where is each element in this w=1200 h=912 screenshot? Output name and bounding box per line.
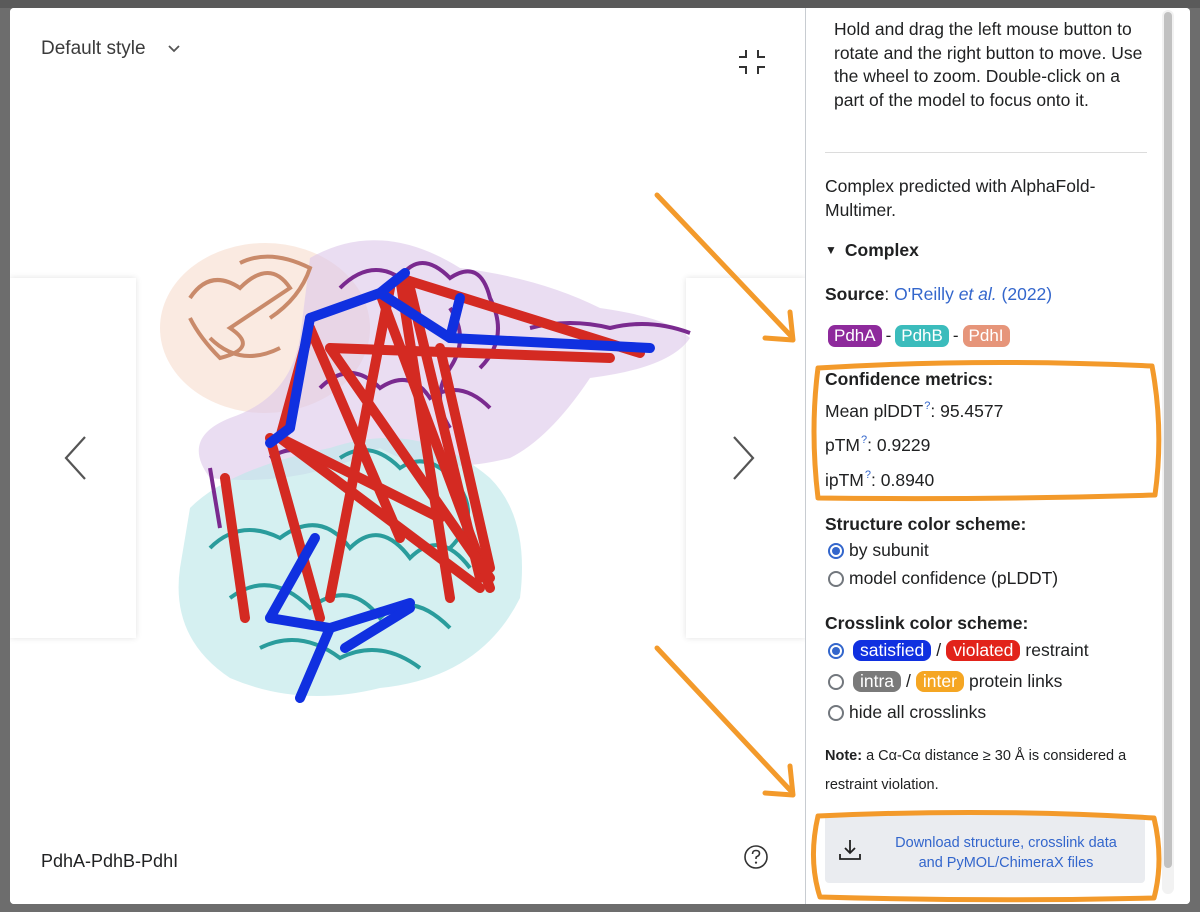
download-line-2: and PyMOL/ChimeraX files xyxy=(918,855,1094,871)
source-year: (2022) xyxy=(1001,284,1053,304)
slash: / xyxy=(906,671,911,691)
radio-intra-inter[interactable]: intra / inter protein links xyxy=(828,671,1062,692)
scroll-thumb[interactable] xyxy=(1164,12,1172,868)
download-line-1: Download structure, crosslink data xyxy=(895,835,1117,851)
subunit-chips: PdhA - PdhB - PdhI xyxy=(828,325,1010,347)
note-text: a Cα-Cα distance ≥ 30 Å is considered a … xyxy=(825,748,1127,793)
violated-crosslinks xyxy=(220,273,645,623)
satisfied-pill: satisfied xyxy=(853,640,932,661)
download-icon xyxy=(839,840,861,860)
structure-viewer[interactable]: Default style xyxy=(10,8,806,904)
subunit-chip-pdha[interactable]: PdhA xyxy=(828,325,882,347)
radio-by-subunit[interactable]: by subunit xyxy=(828,540,929,561)
backdrop xyxy=(0,0,1200,8)
violated-pill: violated xyxy=(946,640,1021,661)
structure-scheme-heading: Structure color scheme: xyxy=(825,514,1027,534)
source-label: Source xyxy=(825,284,885,304)
radio-unselected[interactable] xyxy=(828,704,844,721)
iptm-value: : 0.8940 xyxy=(871,470,935,490)
crosslink-scheme-heading: Crosslink color scheme: xyxy=(825,613,1029,633)
collapse-fullscreen-icon[interactable] xyxy=(736,46,768,78)
restraint-label: restraint xyxy=(1025,640,1089,660)
chevron-right-icon[interactable] xyxy=(725,433,761,483)
radio-label: model confidence (pLDDT) xyxy=(849,568,1059,588)
pdhi-ribbon xyxy=(188,254,313,361)
mean-plddt: Mean plDDT?: 95.4577 xyxy=(825,400,1003,422)
complex-toggle-label: Complex xyxy=(844,240,919,260)
radio-satisfied-violated[interactable]: satisfied / violated restraint xyxy=(828,640,1089,661)
prediction-method: Complex predicted with AlphaFold-Multime… xyxy=(825,176,1096,220)
confidence-heading: Confidence metrics: xyxy=(825,369,994,389)
intra-pill: intra xyxy=(853,671,902,692)
triangle-down-icon: ▼ xyxy=(825,243,837,257)
style-select[interactable]: Default style xyxy=(41,38,180,60)
violation-note: Note: a Cα-Cα distance ≥ 30 Å is conside… xyxy=(825,742,1145,800)
divider xyxy=(825,152,1147,153)
iptm-label: ipTM xyxy=(825,470,864,490)
subunit-chip-pdhb[interactable]: PdhB xyxy=(895,325,949,347)
source-colon: : xyxy=(884,284,890,304)
complex-toggle[interactable]: ▼ Complex xyxy=(825,240,919,261)
radio-unselected[interactable] xyxy=(828,673,844,690)
radio-label: hide all crosslinks xyxy=(849,702,987,722)
previous-model-card[interactable] xyxy=(10,278,136,638)
download-label: Download structure, crosslink data and P… xyxy=(875,833,1137,873)
style-select-label: Default style xyxy=(41,38,146,59)
source-link[interactable]: O'Reilly et al. (2022) xyxy=(894,284,1052,304)
inter-pill: inter xyxy=(915,671,964,692)
ptm-label: pTM xyxy=(825,435,860,455)
radio-hide-crosslinks[interactable]: hide all crosslinks xyxy=(828,702,986,723)
chevron-left-icon[interactable] xyxy=(58,433,94,483)
ptm-value: : 0.9229 xyxy=(867,435,931,455)
note-label: Note: xyxy=(825,748,863,764)
chip-separator: - xyxy=(885,326,892,345)
radio-selected[interactable] xyxy=(828,642,844,659)
model-name: PdhA-PdhB-PdhI xyxy=(41,851,179,871)
source-line: Source: O'Reilly et al. (2022) xyxy=(825,284,1052,305)
mean-plddt-label: Mean plDDT xyxy=(825,401,924,421)
iptm: ipTM?: 0.8940 xyxy=(825,469,934,491)
radio-label: by subunit xyxy=(849,540,929,560)
protein-links-label: protein links xyxy=(968,671,1063,691)
mean-plddt-value: : 95.4577 xyxy=(930,401,1004,421)
protein-structure-render[interactable] xyxy=(150,218,700,708)
chevron-down-icon xyxy=(167,40,180,56)
question-circle-icon[interactable] xyxy=(743,844,769,870)
radio-model-confidence[interactable]: model confidence (pLDDT) xyxy=(828,568,1058,589)
download-button[interactable]: Download structure, crosslink data and P… xyxy=(825,815,1145,883)
source-etal: et al. xyxy=(958,284,997,304)
subunit-chip-pdhi[interactable]: PdhI xyxy=(962,325,1010,347)
source-authors: O'Reilly xyxy=(894,284,954,304)
viewer-instructions: Hold and drag the left mouse button to r… xyxy=(834,19,1143,110)
panel-scrollbar[interactable] xyxy=(1162,10,1174,894)
satisfied-crosslinks xyxy=(265,268,655,703)
radio-selected[interactable] xyxy=(828,542,844,559)
radio-unselected[interactable] xyxy=(828,570,844,587)
slash: / xyxy=(936,640,942,660)
chip-separator: - xyxy=(952,326,959,345)
ptm: pTM?: 0.9229 xyxy=(825,434,930,456)
